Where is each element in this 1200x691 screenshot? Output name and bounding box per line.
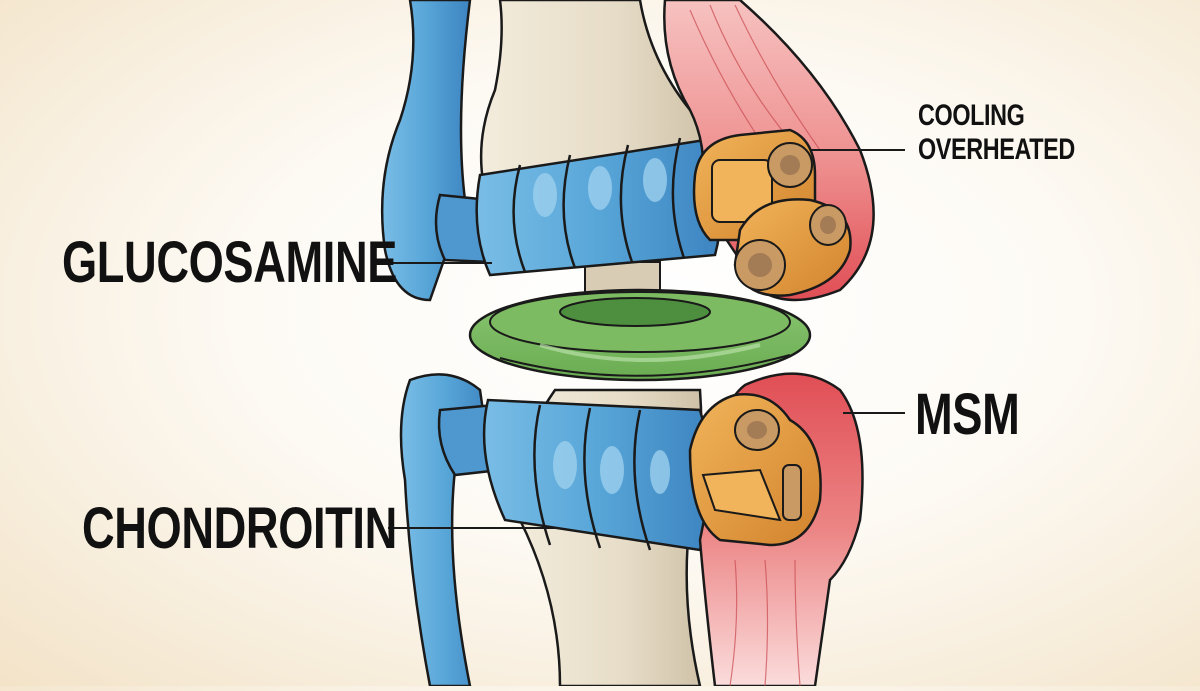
- label-chondroitin: CHONDROITIN: [82, 496, 397, 561]
- upper-orange-tissue: [692, 128, 852, 297]
- label-cooling: COOLING: [918, 99, 1025, 132]
- label-glucosamine: GLUCOSAMINE: [62, 230, 398, 295]
- label-msm: MSM: [915, 382, 1020, 447]
- lower-orange-tissue: [688, 393, 822, 547]
- upper-blue-coil: [434, 137, 722, 277]
- cartilage-disc: [468, 288, 812, 382]
- label-overheated: OVERHEATED: [918, 133, 1075, 166]
